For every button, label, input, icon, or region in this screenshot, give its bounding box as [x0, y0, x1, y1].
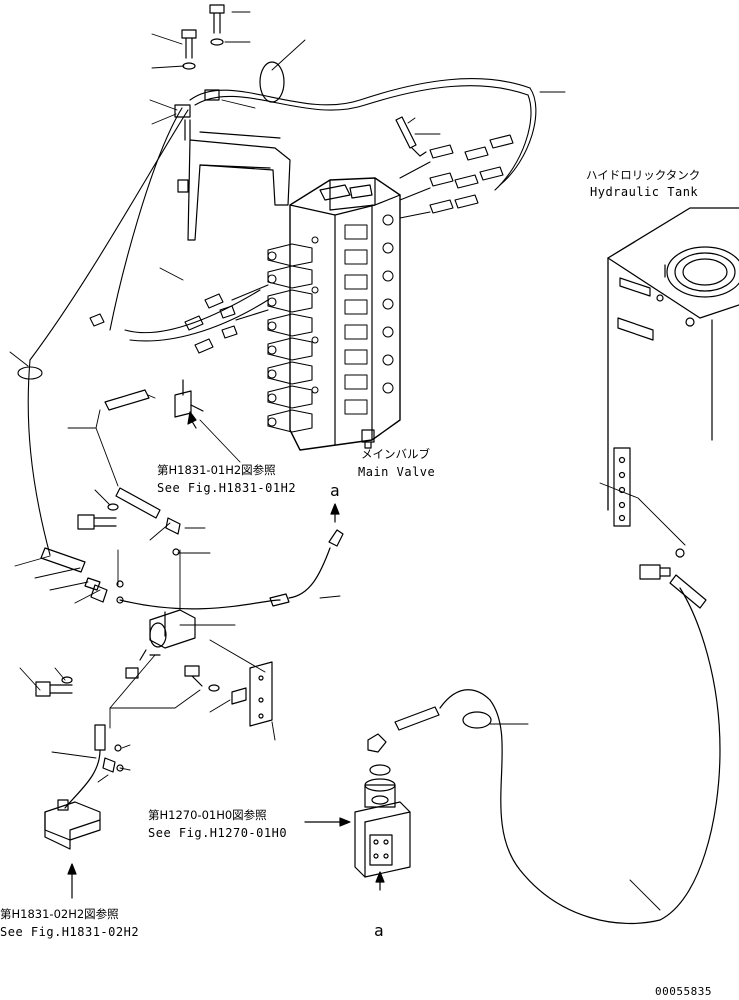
main-valve-drawing — [268, 178, 400, 450]
ref-h1831-02h2-jp: 第H1831-02H2図参照 — [0, 907, 119, 921]
hydraulic-tank-drawing — [608, 208, 739, 526]
hydraulic-tank-label-jp: ハイドロリックタンク — [586, 168, 701, 182]
reference-arrows — [68, 412, 384, 898]
solenoid-valve-drawing — [36, 530, 343, 849]
leader-lines — [10, 12, 685, 910]
pilot-hoses-drawing — [18, 79, 536, 555]
lower-valve-drawing — [355, 549, 720, 923]
ref-h1831-02h2: See Fig.H1831-02H2 — [0, 925, 140, 939]
ref-h1270-01h0: See Fig.H1270-01H0 — [148, 826, 288, 840]
ref-h1831-01h2-jp: 第H1831-01H2図参照 — [157, 463, 276, 477]
ref-h1831-01h2: See Fig.H1831-01H2 — [157, 481, 297, 495]
hydraulic-tank-label: Hydraulic Tank — [590, 185, 699, 199]
main-valve-label: Main Valve — [358, 465, 436, 479]
connector-label-a-bottom: a — [374, 921, 385, 940]
connector-label-a-top: a — [330, 481, 341, 500]
main-valve-label-jp: メインバルブ — [361, 447, 430, 461]
upper-bracket-drawing — [175, 5, 426, 240]
part-number: 00055835 — [655, 985, 712, 998]
ref-h1270-01h0-jp: 第H1270-01H0図参照 — [148, 808, 267, 822]
